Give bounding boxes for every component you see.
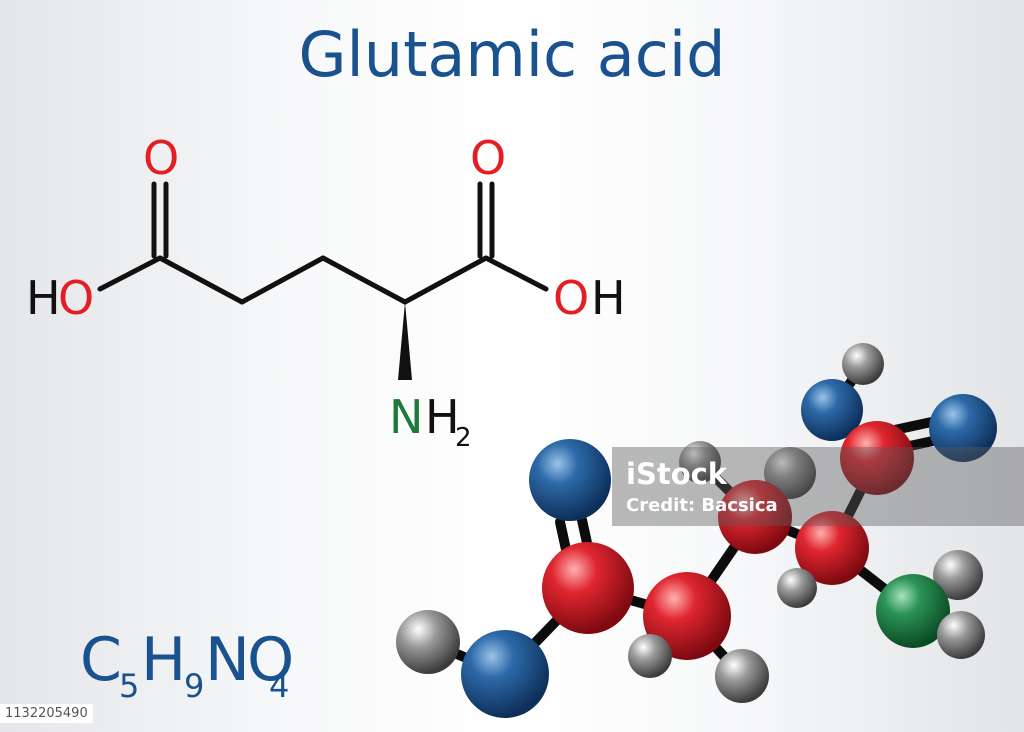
right-carbonyl-oxygen-label: O — [470, 131, 506, 185]
bond-c4-c5 — [402, 255, 489, 305]
watermark-logo: iStock — [626, 457, 728, 491]
bond-right-oh — [483, 255, 549, 292]
hydrogen-ball — [842, 343, 884, 385]
bond-left-oh — [97, 255, 163, 292]
hydrogen-ball — [396, 610, 460, 674]
formula-nitrogen: N — [205, 625, 250, 695]
formula-oxygen-count: 4 — [269, 667, 289, 705]
formula-carbon: C — [80, 625, 122, 695]
carbon-ball — [840, 421, 914, 495]
amine-hydrogen-label: H — [425, 390, 460, 444]
carbon-ball — [643, 572, 731, 660]
hydrogen-ball — [679, 441, 721, 483]
page-title: Glutamic acid — [298, 18, 726, 91]
amine-nitrogen-label: N — [389, 390, 423, 444]
hydrogen-ball — [764, 447, 816, 499]
ball-stick-atoms — [396, 343, 997, 718]
wedge-bond — [398, 302, 412, 380]
hydrogen-ball — [628, 634, 672, 678]
left-hydrogen-label: H — [26, 271, 61, 325]
left-carbonyl-oxygen-label: O — [143, 131, 179, 185]
formula-hydrogen-count: 9 — [184, 667, 204, 705]
hydrogen-ball — [777, 568, 817, 608]
bond-c2-c3 — [239, 255, 326, 305]
right-hydrogen-label: H — [591, 271, 626, 325]
formula-carbon-count: 5 — [119, 667, 139, 705]
oxygen-ball — [929, 394, 997, 462]
oxygen-ball — [461, 630, 549, 718]
carbon-ball — [542, 542, 634, 634]
bond-c3-c4 — [320, 255, 408, 305]
hydrogen-ball — [715, 649, 769, 703]
carbon-ball — [795, 511, 869, 585]
left-oxygen-label: O — [58, 271, 94, 325]
hydrogen-ball — [937, 611, 985, 659]
nitrogen-ball — [876, 574, 950, 648]
right-oxygen-label: O — [553, 271, 589, 325]
molecular-formula: C 5 H 9 N O 4 — [80, 625, 294, 705]
oxygen-ball — [529, 439, 611, 521]
carbon-ball — [718, 480, 792, 554]
watermark-banner: iStock Credit: Bacsica — [612, 447, 1024, 526]
oxygen-ball — [801, 379, 863, 441]
hydrogen-ball — [933, 550, 983, 600]
formula-oxygen: O — [247, 625, 294, 695]
stock-id-label: 1132205490 — [0, 704, 93, 723]
amine-subscript: 2 — [455, 423, 472, 453]
skeletal-formula — [97, 181, 549, 305]
bond-c1-c2 — [157, 255, 245, 305]
formula-hydrogen: H — [141, 625, 186, 695]
watermark-credit: Credit: Bacsica — [626, 495, 778, 516]
